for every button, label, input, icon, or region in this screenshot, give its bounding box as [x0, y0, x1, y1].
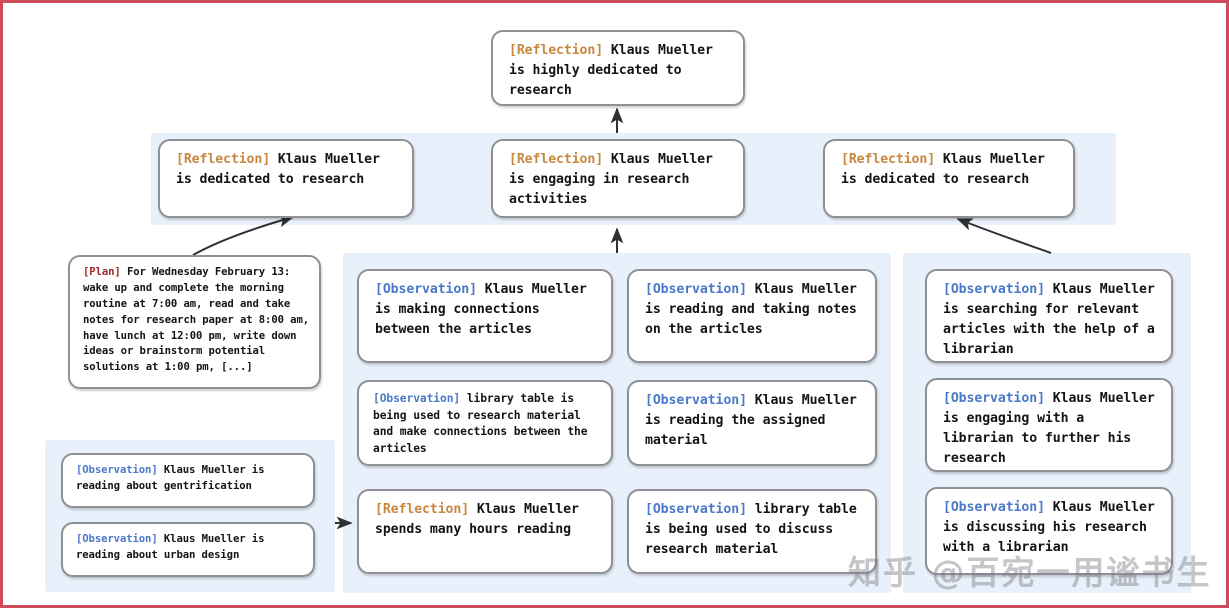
- node-middle-observation-2[interactable]: [Observation] library table is being use…: [357, 380, 613, 466]
- node-reflection-2-text: Klaus Mueller is engaging in research ac…: [509, 152, 721, 208]
- node-middle-reflection-text: Klaus Mueller spends many hours reading: [375, 502, 587, 538]
- tag-observation: [Observation]: [76, 533, 158, 545]
- node-left-observation-2[interactable]: [Observation] Klaus Mueller is reading a…: [61, 522, 315, 577]
- node-right-observation-3-text: Klaus Mueller is discussing his research…: [943, 500, 1163, 556]
- node-center-observation-2[interactable]: [Observation] Klaus Mueller is reading t…: [627, 380, 877, 466]
- tag-plan: [Plan]: [83, 266, 121, 278]
- tag-observation: [Observation]: [76, 464, 158, 476]
- node-middle-observation-1[interactable]: [Observation] Klaus Mueller is making co…: [357, 269, 613, 363]
- node-left-observation-2-text: Klaus Mueller is reading about urban des…: [76, 533, 271, 561]
- node-right-observation-1-text: Klaus Mueller is searching for relevant …: [943, 282, 1163, 358]
- node-center-observation-1[interactable]: [Observation] Klaus Mueller is reading a…: [627, 269, 877, 363]
- tag-reflection: [Reflection]: [176, 152, 271, 167]
- tag-reflection: [Reflection]: [509, 152, 604, 167]
- tag-observation: [Observation]: [375, 282, 477, 297]
- tag-reflection: [Reflection]: [375, 502, 470, 517]
- node-right-observation-1[interactable]: [Observation] Klaus Mueller is searching…: [925, 269, 1173, 363]
- tag-observation: [Observation]: [943, 391, 1045, 406]
- node-right-observation-2[interactable]: [Observation] Klaus Mueller is engaging …: [925, 378, 1173, 472]
- node-left-observation-1-text: Klaus Mueller is reading about gentrific…: [76, 464, 271, 492]
- node-root-reflection[interactable]: [Reflection] Klaus Mueller is highly ded…: [491, 30, 745, 106]
- node-middle-reflection[interactable]: [Reflection] Klaus Mueller spends many h…: [357, 489, 613, 574]
- node-right-observation-3[interactable]: [Observation] Klaus Mueller is discussin…: [925, 487, 1173, 575]
- tag-reflection: [Reflection]: [509, 43, 604, 58]
- tag-reflection: [Reflection]: [841, 152, 936, 167]
- node-center-observation-1-text: Klaus Mueller is reading and taking note…: [645, 282, 865, 338]
- tag-observation: [Observation]: [373, 392, 461, 405]
- node-left-observation-1[interactable]: [Observation] Klaus Mueller is reading a…: [61, 453, 315, 508]
- node-center-observation-3[interactable]: [Observation] library table is being use…: [627, 489, 877, 574]
- node-reflection-1-text: Klaus Mueller is dedicated to research: [176, 152, 388, 188]
- node-plan-text: For Wednesday February 13: wake up and c…: [83, 266, 316, 374]
- node-reflection-3-text: Klaus Mueller is dedicated to research: [841, 152, 1053, 188]
- node-reflection-3[interactable]: [Reflection] Klaus Mueller is dedicated …: [823, 139, 1075, 218]
- node-center-observation-2-text: Klaus Mueller is reading the assigned ma…: [645, 393, 865, 449]
- node-right-observation-2-text: Klaus Mueller is engaging with a librari…: [943, 391, 1163, 467]
- node-reflection-1[interactable]: [Reflection] Klaus Mueller is dedicated …: [158, 139, 414, 218]
- node-middle-observation-1-text: Klaus Mueller is making connections betw…: [375, 282, 595, 338]
- tag-observation: [Observation]: [645, 282, 747, 297]
- node-plan[interactable]: [Plan] For Wednesday February 13: wake u…: [68, 255, 321, 389]
- tag-observation: [Observation]: [645, 502, 747, 517]
- node-reflection-2[interactable]: [Reflection] Klaus Mueller is engaging i…: [491, 139, 745, 218]
- tag-observation: [Observation]: [645, 393, 747, 408]
- node-middle-observation-2-text: library table is being used to research …: [373, 392, 595, 456]
- node-root-reflection-text: Klaus Mueller is highly dedicated to res…: [509, 43, 721, 99]
- node-center-observation-3-text: library table is being used to discuss r…: [645, 502, 865, 558]
- tag-observation: [Observation]: [943, 282, 1045, 297]
- tag-observation: [Observation]: [943, 500, 1045, 515]
